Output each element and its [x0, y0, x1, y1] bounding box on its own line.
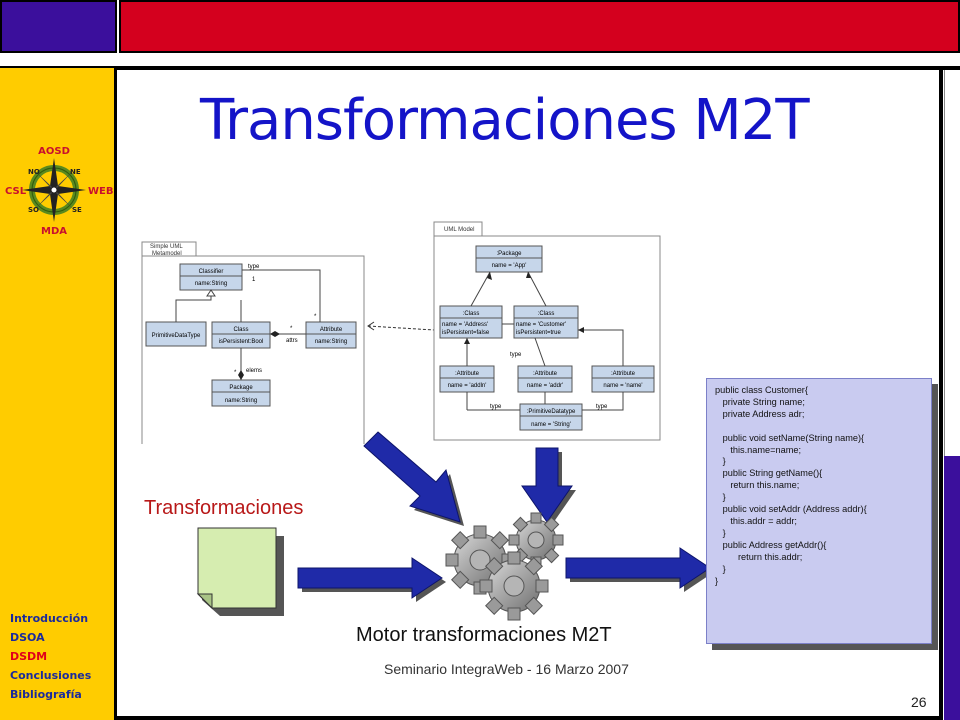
model-class-a-name: :Class — [463, 311, 480, 317]
logo-so-text: SO — [28, 206, 39, 214]
template-document-icon — [196, 527, 284, 616]
uml-diagrams: Simple UML Metamodel Classifier name:Str… — [141, 221, 661, 444]
arrow-down-icon — [521, 447, 576, 526]
arrow-right-output-icon — [565, 547, 714, 592]
mm-classifier-attr: name:String — [195, 281, 227, 287]
nav-introduccion[interactable]: Introducción — [10, 612, 89, 625]
arrow-diagonal-icon — [363, 431, 464, 526]
nav-bibliografia[interactable]: Bibliografía — [10, 688, 82, 701]
footer-text: Seminario IntegraWeb - 16 Marzo 2007 — [384, 661, 629, 677]
arrow-right-input-icon — [297, 557, 446, 602]
model-class-c-attr1: name = 'Customer' — [516, 322, 566, 328]
mm-label-elems: elems — [246, 368, 262, 374]
header-red-band — [119, 0, 960, 53]
model-package-attr: name = 'App' — [492, 263, 527, 269]
sidebar — [0, 68, 117, 720]
model-label-type-3: type — [510, 352, 522, 358]
gears-engine-icon — [445, 512, 564, 621]
compass-logo-icon: AOSD MDA CSL WEB NO NE SO SE — [5, 146, 113, 237]
transformaciones-label: Transformaciones — [144, 497, 304, 519]
nav-conclusiones[interactable]: Conclusiones — [10, 669, 92, 682]
right-stripe — [944, 70, 960, 456]
nav-dsoa[interactable]: DSOA — [10, 631, 45, 644]
model-attr-1-name: :Attribute — [455, 371, 480, 377]
logo-bottom-text: MDA — [41, 226, 67, 237]
metamodel-title-1: Simple UML — [150, 244, 183, 250]
mm-label-star-1: * — [314, 314, 317, 320]
logo-right-text: WEB — [88, 186, 113, 197]
model-class-c-attr2: isPersistent=true — [516, 330, 562, 336]
mm-attribute-attr: name:String — [315, 339, 347, 345]
model-package-name: :Package — [496, 251, 522, 257]
model-title: UML Model — [444, 227, 474, 233]
motor-label: Motor transformaciones M2T — [356, 624, 612, 646]
mm-class-name: Class — [233, 327, 248, 333]
metamodel-title-2: Metamodel — [152, 251, 182, 257]
model-attr-2-attr: name = 'addr' — [527, 383, 563, 389]
model-attr-3-name: :Attribute — [611, 371, 636, 377]
top-rule — [0, 66, 960, 70]
mm-class-attr: isPersistent:Bool — [219, 339, 264, 345]
model-class-a-attr1: name = 'Address' — [442, 322, 488, 328]
mm-package-name: Package — [229, 385, 253, 391]
model-primitive-name: :PrimitiveDatatype — [527, 409, 576, 415]
page-title: Transformaciones M2T — [200, 88, 810, 153]
mm-label-star-3: * — [234, 370, 237, 376]
mm-package-attr: name:String — [225, 398, 257, 404]
mm-classifier-name: Classifier — [199, 269, 224, 275]
generated-code-box: public class Customer{ private String na… — [706, 378, 932, 644]
mm-primitive-name: PrimitiveDataType — [152, 333, 201, 339]
right-frame — [939, 66, 943, 720]
transformation-flow — [196, 431, 714, 621]
mm-attribute-name: Attribute — [320, 327, 343, 333]
bottom-rule — [117, 716, 943, 720]
mm-label-star-2: * — [290, 326, 293, 332]
logo-se-text: SE — [72, 206, 82, 214]
logo-no-text: NO — [28, 168, 40, 176]
model-class-a-attr2: isPersistent=false — [442, 330, 490, 336]
model-label-type-1: type — [490, 404, 502, 410]
metamodel-frame: Simple UML Metamodel Classifier name:Str… — [141, 241, 365, 444]
model-frame: UML Model :Package name = 'App' :Class n… — [433, 221, 661, 441]
header-blue-square — [0, 0, 117, 53]
mm-label-attrs: attrs — [286, 338, 298, 344]
logo-left-text: CSL — [5, 186, 27, 197]
model-class-c-name: :Class — [538, 311, 555, 317]
nav-dsdm[interactable]: DSDM — [10, 650, 48, 663]
model-attr-1-attr: name = 'addln' — [448, 383, 487, 389]
right-stripe-blue — [944, 456, 960, 720]
model-primitive-attr: name = 'String' — [531, 422, 571, 428]
logo-top-text: AOSD — [38, 146, 70, 157]
mm-label-type: type — [248, 264, 260, 270]
page-number: 26 — [911, 694, 927, 710]
model-attr-2-name: :Attribute — [533, 371, 558, 377]
model-label-type-2: type — [596, 404, 608, 410]
generated-code: public class Customer{ private String na… — [715, 385, 867, 586]
model-attr-3-attr: name = 'name' — [603, 383, 642, 389]
mm-label-one: 1 — [252, 277, 256, 283]
logo-ne-text: NE — [70, 168, 81, 176]
